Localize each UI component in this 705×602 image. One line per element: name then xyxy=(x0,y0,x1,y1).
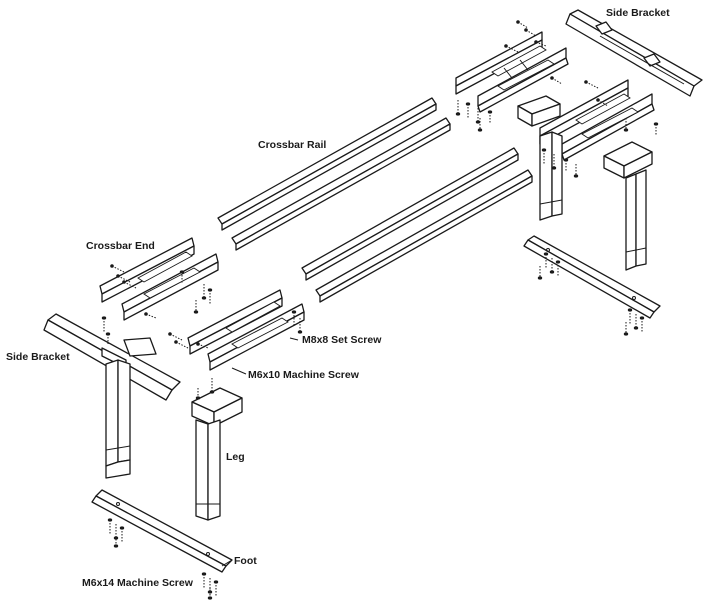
label-m6x14-machine-screw: M6x14 Machine Screw xyxy=(82,577,194,589)
screw-icon xyxy=(549,258,555,274)
screw-icon xyxy=(573,164,579,178)
screw-icon xyxy=(113,536,119,548)
screw-icon xyxy=(119,526,125,542)
screw-icon xyxy=(627,308,633,324)
screw-icon xyxy=(193,300,199,314)
screw-icon xyxy=(209,378,215,394)
crossbar-end-top-rear xyxy=(455,31,569,113)
screw-icon xyxy=(475,108,481,124)
screw-icon xyxy=(179,270,185,284)
screw-icon xyxy=(105,332,111,344)
screw-icon xyxy=(555,260,561,276)
screw-icon xyxy=(207,288,213,304)
screw-icon xyxy=(541,148,547,164)
screw-icon xyxy=(465,102,471,118)
foot-right xyxy=(523,235,661,319)
label-crossbar-end: Crossbar End xyxy=(86,240,155,252)
screw-icon xyxy=(168,332,183,341)
screw-icon xyxy=(596,98,609,107)
leader-lines xyxy=(221,337,299,567)
screw-icon xyxy=(196,342,209,349)
label-leg: Leg xyxy=(226,451,245,463)
screw-icon xyxy=(174,340,189,349)
screw-icon xyxy=(516,20,529,29)
label-side-bracket-top: Side Bracket xyxy=(606,7,670,19)
screw-icon xyxy=(633,314,639,330)
screw-icon xyxy=(297,318,303,334)
screw-icon xyxy=(534,40,547,47)
screw-icon xyxy=(144,312,157,319)
screw-icon xyxy=(455,100,461,116)
screw-icon xyxy=(477,118,483,132)
screw-icon xyxy=(524,28,537,37)
label-side-bracket-left: Side Bracket xyxy=(6,351,70,363)
screw-icon xyxy=(584,80,599,89)
screw-icon xyxy=(195,388,201,400)
screw-icon xyxy=(623,322,629,336)
screw-icon xyxy=(207,588,213,600)
crossbar-end-top-front xyxy=(539,79,655,161)
screw-icon xyxy=(201,284,207,300)
leg-left-front xyxy=(191,387,243,521)
screw-icon xyxy=(122,280,137,289)
screw-icon xyxy=(107,518,113,534)
screw-icon xyxy=(653,122,659,136)
leg-left-rear xyxy=(105,359,131,479)
screw-icon xyxy=(639,316,645,332)
leg-top-right-rear xyxy=(517,95,563,221)
screw-icon xyxy=(291,310,297,326)
label-crossbar-rail: Crossbar Rail xyxy=(258,139,326,151)
screw-icon xyxy=(504,44,519,53)
screw-icon xyxy=(201,572,207,588)
screw-group xyxy=(101,20,659,600)
screw-icon xyxy=(113,524,119,540)
side-bracket-top xyxy=(565,9,703,97)
label-foot: Foot xyxy=(234,555,257,567)
screw-icon xyxy=(487,110,493,124)
crossbar-end-left-front xyxy=(187,289,305,371)
crossbar-end-left-rear xyxy=(99,237,219,321)
screw-icon xyxy=(563,158,569,172)
leg-top-right-front xyxy=(603,141,653,271)
screw-icon xyxy=(551,154,557,170)
screw-icon xyxy=(101,316,107,332)
screw-icon xyxy=(550,76,563,85)
screw-icon xyxy=(543,252,549,268)
label-m6x10-machine-screw: M6x10 Machine Screw xyxy=(248,369,360,381)
crossbar-rail-upper-pair xyxy=(217,97,451,251)
crossbar-rail-lower-pair xyxy=(301,147,533,303)
screw-icon xyxy=(213,580,219,596)
screw-icon xyxy=(110,264,125,273)
screw-icon xyxy=(623,118,629,132)
screw-icon xyxy=(537,266,543,280)
screw-icon xyxy=(116,274,131,283)
label-m8x8-set-screw: M8x8 Set Screw xyxy=(302,334,382,346)
